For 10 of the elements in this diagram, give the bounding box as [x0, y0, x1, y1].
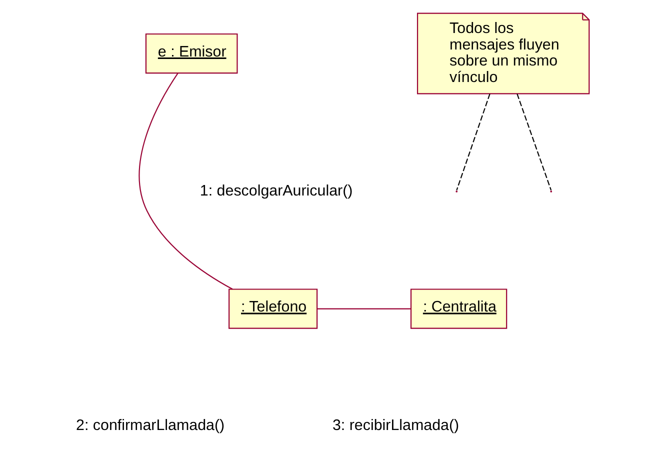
node-box: : Centralita — [410, 288, 508, 328]
label: 1: descolgarAuricular() — [200, 182, 353, 199]
label: 3: recibirLlamada() — [332, 416, 460, 434]
connector — [516, 93, 552, 190]
node-box: e : Emisor — [145, 32, 238, 74]
connector — [138, 72, 233, 290]
connector — [317, 308, 411, 309]
connector — [456, 93, 490, 190]
label: 2: confirmarLlamada() — [76, 416, 225, 434]
node-box: : Telefono — [228, 288, 318, 328]
